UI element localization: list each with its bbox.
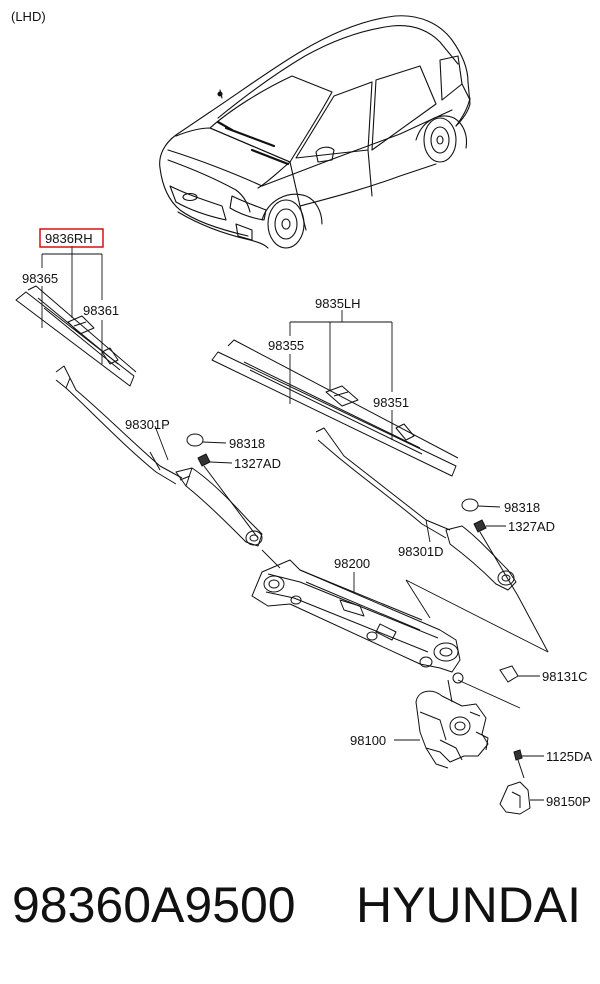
label-pivot-cap: 98131C [542, 669, 588, 684]
lh-wiper-blade [211, 339, 459, 477]
label-rh-assembly: 9836RH [45, 231, 93, 246]
label-bracket: 98150P [546, 794, 591, 809]
label-lh-refill-b: 98351 [373, 395, 409, 410]
mounting-bolt [513, 749, 544, 779]
pivot-cap [499, 665, 540, 683]
label-cap-lh: 98318 [504, 500, 540, 515]
label-rh-refill-a: 98365 [22, 271, 58, 286]
rh-cap-and-nut [186, 433, 259, 539]
label-linkage: 98200 [334, 556, 370, 571]
car-illustration [159, 15, 471, 249]
car-wiper-marks [216, 120, 290, 166]
rh-assembly-highlight-box [39, 228, 104, 248]
lh-label-leaders [289, 310, 393, 440]
wiper-linkage [251, 559, 461, 673]
variant-label: (LHD) [11, 9, 46, 24]
rh-wiper-blade [15, 285, 137, 387]
label-nut-rh: 1327AD [234, 456, 281, 471]
label-cap-rh: 98318 [229, 436, 265, 451]
label-lh-arm: 98301D [398, 544, 444, 559]
label-lh-assembly: 9835LH [315, 296, 361, 311]
label-motor: 98100 [350, 733, 386, 748]
rh-label-leaders [41, 246, 103, 364]
rh-wiper-arm [55, 365, 263, 547]
label-lh-refill-a: 98355 [268, 338, 304, 353]
footer-brand: HYUNDAI [356, 877, 582, 933]
label-nut-lh: 1327AD [508, 519, 555, 534]
footer-part-number: 98360A9500 [12, 877, 296, 933]
wiper-motor [415, 672, 489, 769]
lh-arm-leader [425, 519, 431, 543]
lh-cap-and-nut [461, 498, 549, 653]
mounting-bracket [499, 781, 544, 815]
label-rh-arm: 98301P [125, 417, 170, 432]
linkage-leaders [261, 549, 549, 709]
rh-arm-leader [154, 425, 169, 461]
label-rh-refill-b: 98361 [83, 303, 119, 318]
label-bolt: 1125DA [546, 749, 592, 764]
